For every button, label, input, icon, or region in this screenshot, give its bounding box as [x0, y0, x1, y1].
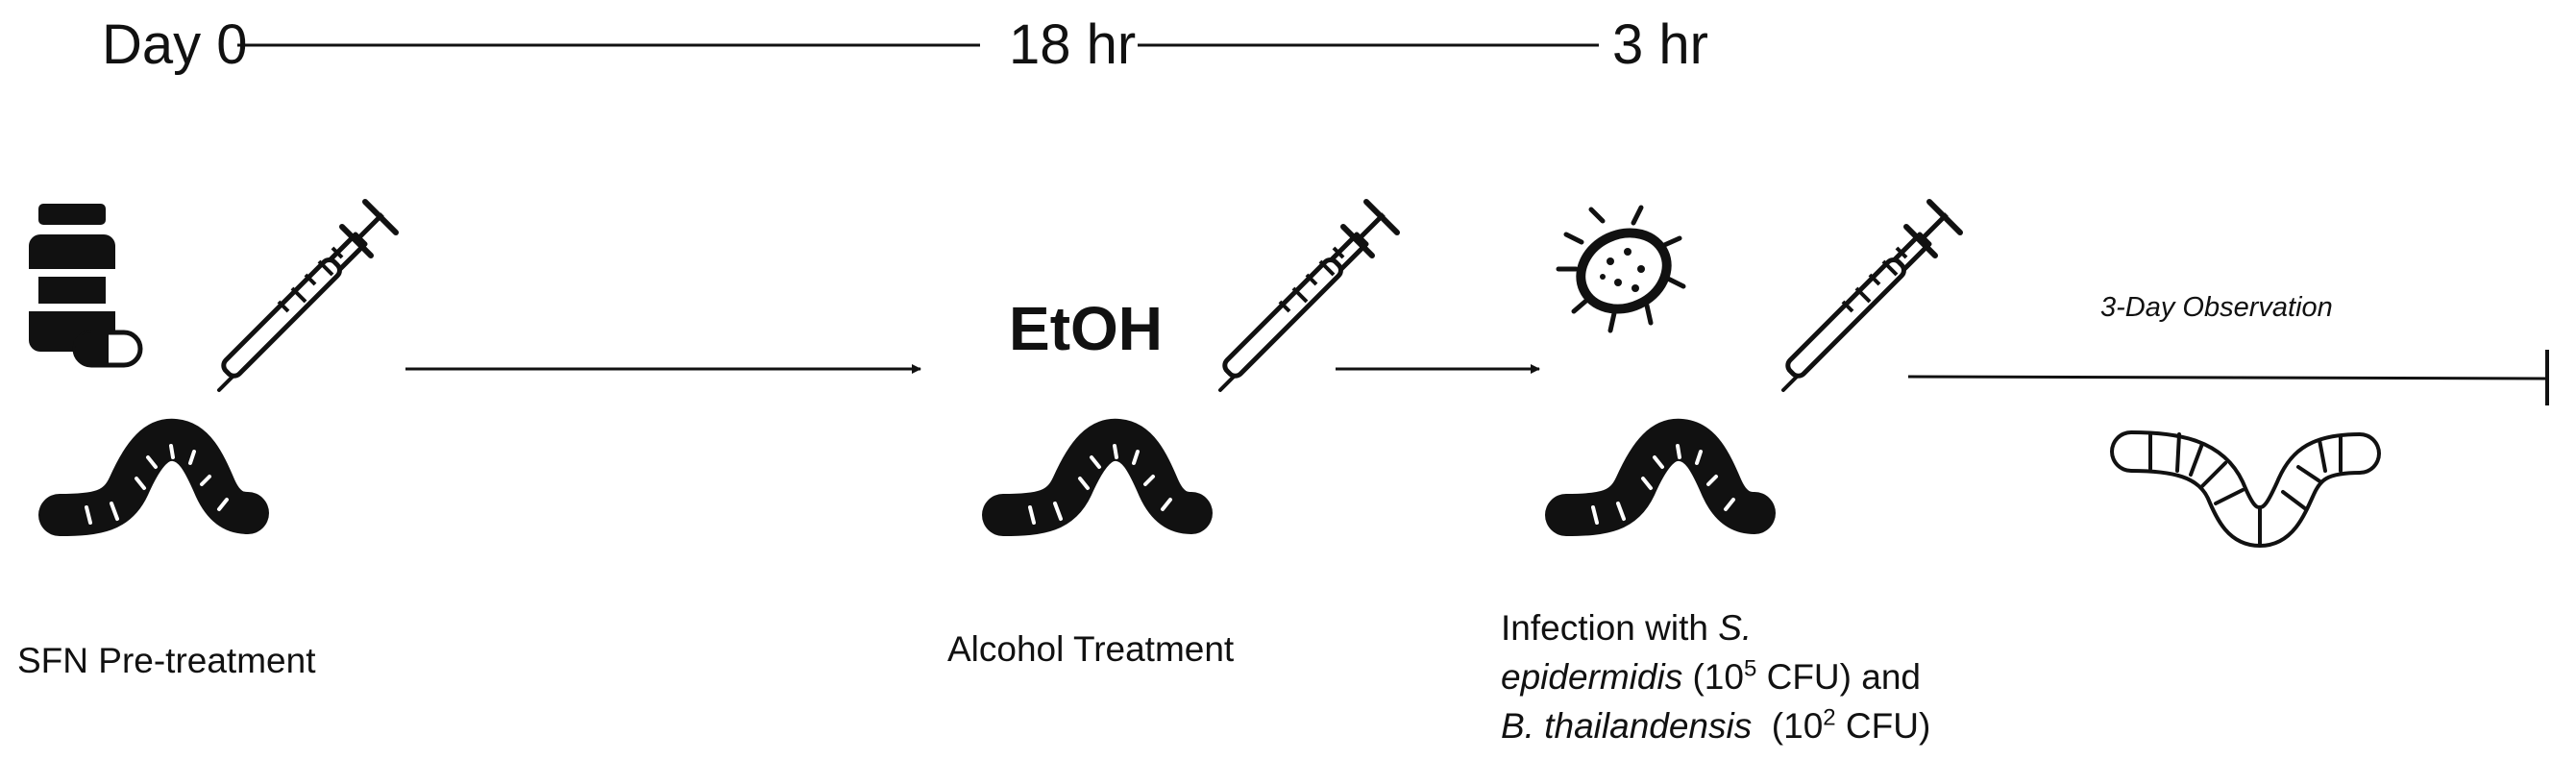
- worm-icon-3: [1566, 440, 1754, 523]
- outlined-worm-icon: [2110, 430, 2381, 548]
- timeline-end-label: 3 hr: [1612, 13, 1708, 76]
- syringe-icon-1: [219, 202, 396, 390]
- pill-bottle-icon: [29, 204, 143, 368]
- infection-line-3: B. thailandensis (102 CFU): [1501, 704, 1931, 747]
- infection-line-1: Infection with S.: [1501, 608, 1753, 648]
- worm-icon-1: [60, 440, 248, 523]
- infection-line-2: epidermidis (105 CFU) and: [1501, 655, 1921, 698]
- worm-icon-2: [1003, 440, 1191, 523]
- etoh-tag: EtOH: [1009, 294, 1163, 363]
- bacterium-icon: [1556, 205, 1686, 333]
- syringe-icon-2: [1220, 202, 1397, 390]
- syringe-icon-3: [1783, 202, 1960, 390]
- observation-label: 3-Day Observation: [2100, 292, 2333, 323]
- timeline-start-label: Day 0: [102, 13, 248, 76]
- observation-line: [1907, 375, 2547, 380]
- step-label-sfn: SFN Pre-treatment: [17, 641, 316, 680]
- timeline-mid-label: 18 hr: [1009, 13, 1137, 76]
- step-label-alcohol: Alcohol Treatment: [947, 629, 1235, 669]
- step-label-infection: Infection with S. epidermidis (105 CFU) …: [1501, 603, 2039, 750]
